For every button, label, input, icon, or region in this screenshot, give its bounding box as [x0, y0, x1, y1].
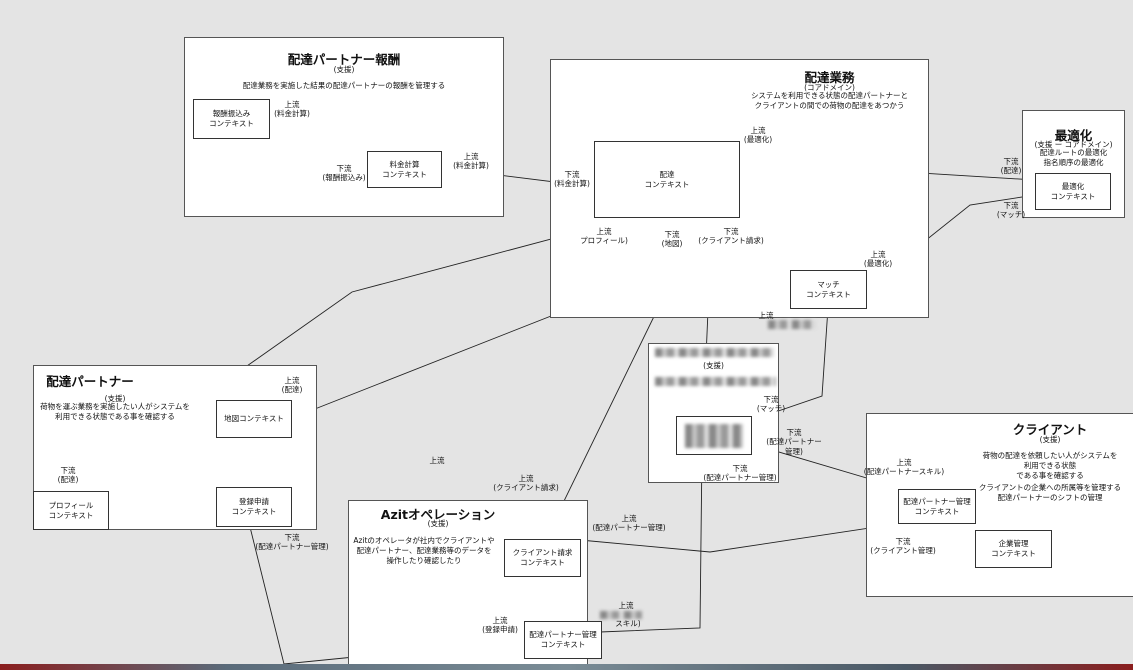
context-company-mgmt: 企業管理 コンテキスト [975, 530, 1052, 568]
domain-azit-subtitle: (支援) [427, 519, 449, 528]
context-profile: プロフィール コンテキスト [33, 491, 109, 530]
label-down-match: 下流 (マッチ) [996, 201, 1026, 220]
blurred-label [768, 320, 816, 329]
domain-optimize-subtitle: (支援 ー コアドメイン) [1034, 140, 1113, 149]
label-down-client-request: 下流 (クライアント請求) [698, 227, 764, 246]
blurred-description [655, 377, 776, 386]
context-azit-partner-mgmt: 配達パートナー管理 コンテキスト [524, 621, 602, 659]
domain-partner-description: 荷物を運ぶ業務を実施したい人がシステムを 利用できる状態である事を確認する [40, 402, 190, 421]
context-register: 登録申請 コンテキスト [216, 487, 292, 527]
label-up-delivery: 上流 (配達) [281, 376, 303, 395]
label-up-partner-mgmt: 上流 (配達パートナー管理) [592, 514, 666, 533]
label-up-fee-2: 上流 (料金計算) [453, 152, 489, 171]
label-up-profile: 上流 プロフィール) [580, 227, 628, 246]
label-up-optimize-1: 上流 (最適化) [743, 126, 773, 145]
label-down-client-mgmt: 下流 (クライアント管理) [870, 537, 936, 556]
context-payout: 報酬振込み コンテキスト [193, 99, 270, 139]
domain-optimize-description: 配達ルートの最適化 指名順序の最適化 [1039, 148, 1108, 167]
context-client-request: クライアント請求 コンテキスト [504, 539, 581, 577]
label-down-delivery-2: 下流 (配達) [57, 466, 79, 485]
blurred-skill-label [600, 611, 642, 619]
domain-reward-description: 配達業務を実施した結果の配達パートナーの報酬を管理する [242, 81, 446, 90]
label-up-partial: 上流 [758, 311, 774, 320]
label-down-partner-mgmt-3: 下流 (配達パートナー管理) [703, 464, 777, 483]
label-down-partner-mgmt-1: 下流 (配達パートナー管理) [255, 533, 329, 552]
label-down-match-2: 下流 (マッチ) [756, 395, 786, 414]
label-up-fee-1: 上流 (料金計算) [274, 100, 310, 119]
domain-client-description-2: クライアントの企業への所属等を管理する 配達パートナーのシフトの管理 [978, 483, 1122, 502]
domain-hidden-subtitle: (支援) [703, 361, 724, 370]
context-match: マッチ コンテキスト [790, 270, 867, 309]
label-down-payout: 下流 (報酬振込み) [322, 164, 366, 183]
window-bottom-strip [0, 664, 1133, 670]
blurred-title [655, 348, 774, 357]
domain-reward-subtitle: (支援) [333, 65, 355, 74]
blurred-context-name [685, 424, 743, 448]
label-up-skill-2: 上流 [618, 601, 634, 610]
label-up-optimize-2: 上流 (最適化) [863, 250, 893, 269]
context-hidden [676, 416, 752, 455]
label-up-partner-skill: 上流 (配達パートナースキル) [863, 458, 945, 477]
label-up-lone: 上流 [429, 456, 445, 465]
label-up-client-request: 上流 (クライアント請求) [493, 474, 559, 493]
context-delivery: 配達 コンテキスト [594, 141, 740, 218]
domain-partner-subtitle: (支援) [104, 394, 126, 403]
label-up-register: 上流 (登録申請) [482, 616, 518, 635]
domain-partner-title: 配達パートナー [46, 374, 134, 389]
line-delivery-azit-partner-mgmt [599, 217, 713, 633]
label-down-partner-mgmt-2: 下流 (配達パートナー 管理) [766, 428, 822, 456]
context-map: 地図コンテキスト [216, 400, 292, 438]
context-fee: 料金計算 コンテキスト [367, 151, 442, 188]
domain-delivery-subtitle: (コアドメイン) [804, 83, 855, 92]
label-down-fee: 下流 (料金計算) [554, 170, 590, 189]
domain-delivery-description: システムを利用できる状態の配達パートナーと クライアントの間での荷物の配達をあつ… [750, 91, 909, 110]
domain-client-subtitle: (支援) [1039, 435, 1061, 444]
domain-azit-description: Azitのオペレータが社内でクライアントや 配達パートナー、配達業務等のデータを… [353, 536, 495, 565]
context-partner-mgmt: 配達パートナー管理 コンテキスト [898, 489, 976, 524]
domain-delivery-title: 配達業務 [804, 70, 855, 85]
domain-reward-title: 配達パートナー報酬 [287, 52, 401, 67]
context-optimize: 最適化 コンテキスト [1035, 173, 1111, 210]
domain-hidden: (支援) [648, 343, 779, 483]
label-skill-tail: スキル) [615, 619, 641, 628]
domain-client-description: 荷物の配達を依頼したい人がシステムを 利用できる状態 である事を確認する [982, 451, 1118, 480]
domain-azit-title: Azitオペレーション [380, 507, 496, 522]
label-down-map: 下流 (地図) [661, 230, 683, 249]
domain-client-title: クライアント [1012, 422, 1088, 437]
label-down-delivery: 下流 (配達) [1000, 157, 1022, 176]
domain-optimize-title: 最適化 [1054, 128, 1093, 143]
